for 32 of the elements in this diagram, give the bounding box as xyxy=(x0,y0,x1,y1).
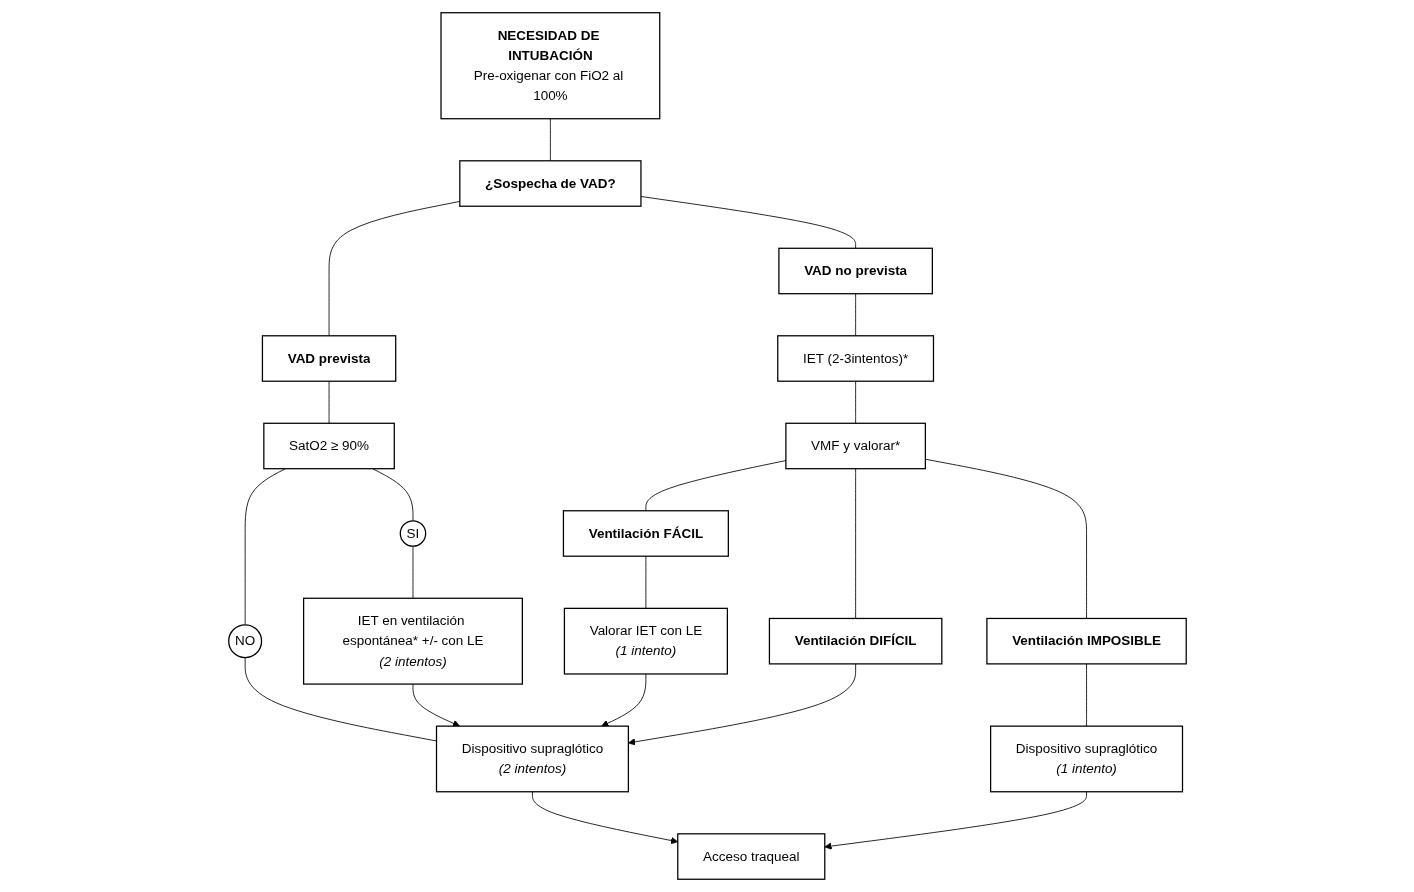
connector xyxy=(328,201,460,337)
connector xyxy=(645,460,786,512)
connector xyxy=(645,555,646,609)
connector xyxy=(854,293,856,337)
node-box: VAD no prevista xyxy=(777,247,933,295)
connector xyxy=(924,458,1087,619)
node-box: ¿Sospecha de VAD? xyxy=(458,160,642,207)
connector xyxy=(244,468,286,626)
connector xyxy=(244,657,437,742)
connector xyxy=(854,468,856,619)
node-box: Ventilación IMPOSIBLE xyxy=(985,617,1187,665)
node-circle: SI xyxy=(399,520,426,547)
node-box: VMF y valorar* xyxy=(784,422,926,470)
node-box: Valorar IET con LE (1 intento) xyxy=(563,607,728,675)
node-box: Dispositivo supraglótico (1 intento) xyxy=(989,725,1183,793)
node-box: SatO2 ≥ 90% xyxy=(262,422,395,470)
connector xyxy=(549,118,551,162)
connector xyxy=(328,380,329,424)
node-box: IET (2-3intentos)* xyxy=(776,335,934,382)
connector xyxy=(412,545,413,599)
node-box: NECESIDAD DE INTUBACIÓN Pre-oxigenar con FiO2 al 100% xyxy=(439,12,660,120)
connector xyxy=(640,196,856,249)
node-box: Ventilación FÁCIL xyxy=(562,510,729,557)
connector xyxy=(371,468,413,522)
node-box: VAD prevista xyxy=(261,335,396,382)
node-box: Ventilación DIFÍCIL xyxy=(768,617,942,665)
node-box: IET en ventilación espontánea* +/- con LE (2 intentos) xyxy=(302,597,523,685)
connector xyxy=(854,380,856,424)
connector xyxy=(1085,663,1087,727)
node-box: Dispositivo supraglótico (2 intentos) xyxy=(435,725,629,793)
node-box: Acceso traqueal xyxy=(676,833,825,880)
node-circle: NO xyxy=(227,624,262,659)
